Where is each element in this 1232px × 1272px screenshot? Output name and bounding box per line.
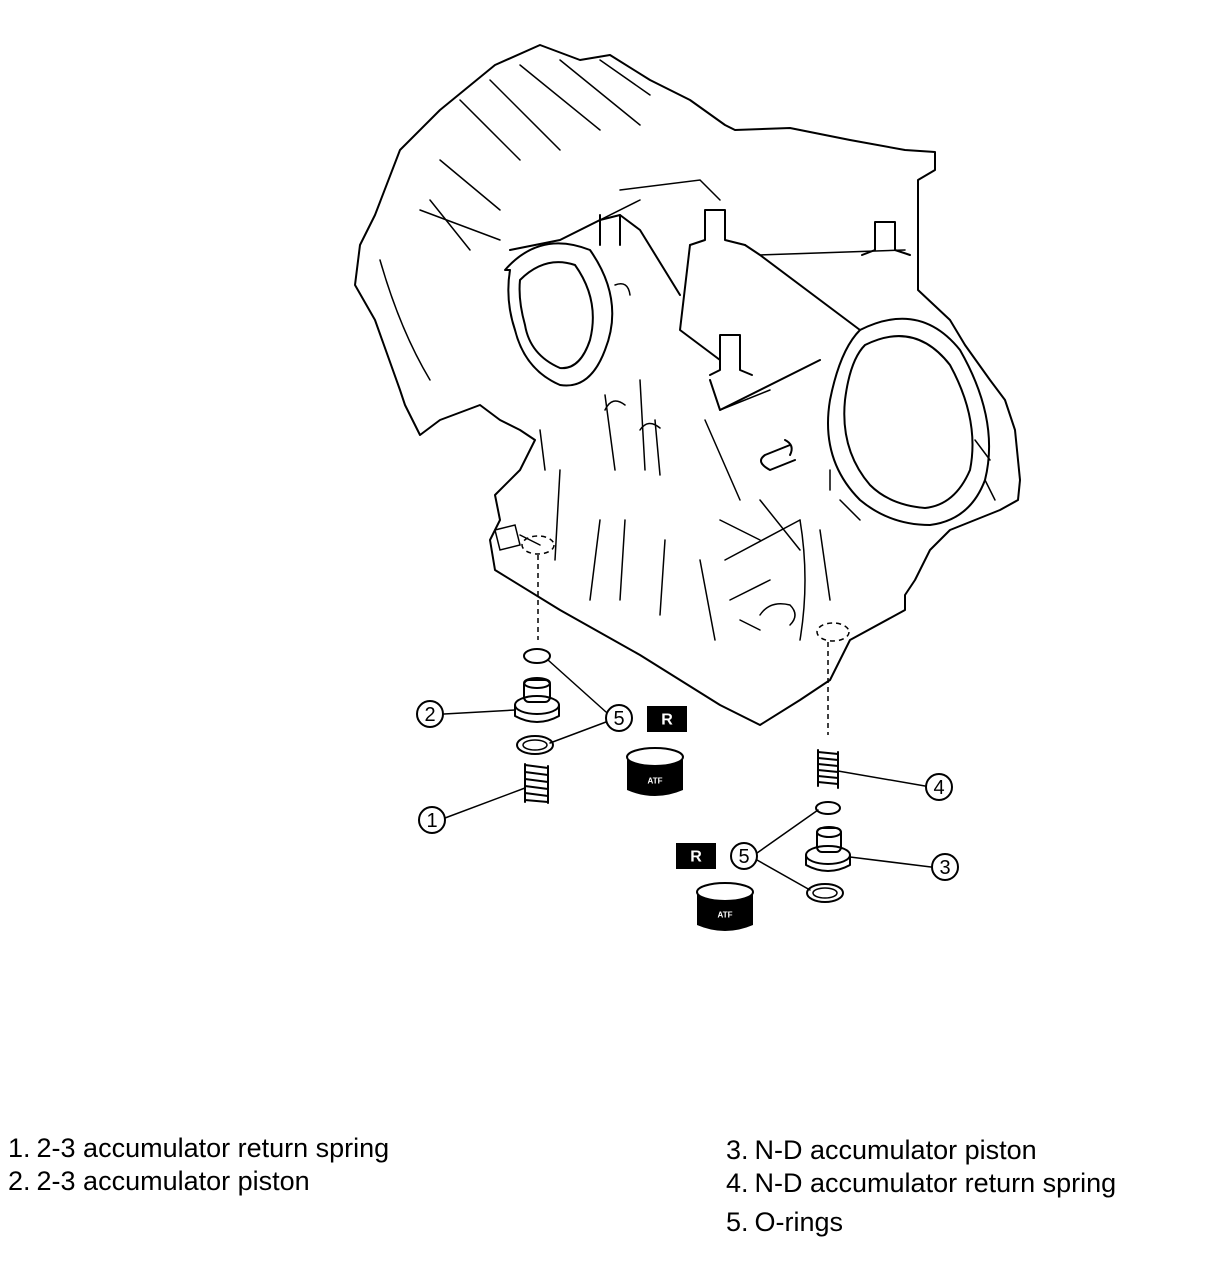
atf-can-right: ATF (696, 882, 754, 931)
transaxle-case (354, 44, 1021, 726)
legend-item-1: 1. 2-3 accumulator return spring (8, 1132, 389, 1165)
callout-1: 1 (418, 787, 526, 834)
replace-badge-left: R (647, 706, 687, 732)
legend-item-5: 5. O-rings (726, 1206, 1116, 1239)
spring-2-3 (524, 763, 549, 804)
legend-item-5-number: 5. (726, 1207, 749, 1237)
legend-item-3-number: 3. (726, 1135, 749, 1165)
callout-5-right-label: 5 (738, 846, 749, 868)
legend-item-1-number: 1. (8, 1133, 31, 1163)
legend-item-4: 4. N-D accumulator return spring (726, 1167, 1116, 1200)
callout-3-label: 3 (939, 857, 950, 879)
piston-n-d (805, 826, 851, 872)
legend-item-3-text: N-D accumulator piston (754, 1135, 1037, 1165)
legend-item-1-text: 2-3 accumulator return spring (36, 1133, 390, 1163)
atf-can-left-label: ATF (648, 777, 663, 786)
legend-item-4-text: N-D accumulator return spring (754, 1168, 1117, 1198)
legend-item-2-text: 2-3 accumulator piston (36, 1166, 310, 1196)
legend-item-3: 3. N-D accumulator piston (726, 1134, 1116, 1167)
legend-left: 1. 2-3 accumulator return spring 2. 2-3 … (8, 1132, 389, 1198)
legend-item-2: 2. 2-3 accumulator piston (8, 1165, 389, 1198)
replace-badge-right: R (676, 843, 716, 869)
legend-item-4-number: 4. (726, 1168, 749, 1198)
replace-badge-right-label: R (690, 849, 702, 866)
callout-1-label: 1 (426, 810, 437, 832)
atf-can-right-label: ATF (718, 911, 733, 920)
legend-item-2-number: 2. (8, 1166, 31, 1196)
spring-n-d (817, 749, 839, 789)
legend-item-5-text: O-rings (754, 1207, 844, 1237)
replace-badge-left-label: R (661, 712, 673, 729)
piston-2-3 (514, 677, 560, 723)
callout-5-right: 5 (730, 809, 819, 891)
atf-can-left: ATF (626, 747, 684, 796)
callout-4-label: 4 (933, 777, 944, 799)
bore-n-d-accumulator (816, 622, 850, 735)
o-ring-upper-left (523, 648, 551, 664)
o-ring-lower-right (806, 883, 844, 903)
o-ring-lower-left (516, 735, 554, 755)
bore-2-3-accumulator (521, 535, 555, 640)
legend-right: 3. N-D accumulator piston 4. N-D accumul… (726, 1134, 1116, 1239)
callout-3: 3 (849, 853, 959, 881)
callout-4: 4 (837, 770, 953, 801)
callout-2: 2 (416, 700, 516, 728)
callout-5-left-label: 5 (613, 708, 624, 730)
callout-5-left: 5 (547, 659, 633, 744)
callout-2-label: 2 (424, 704, 435, 726)
o-ring-upper-right (815, 801, 841, 815)
